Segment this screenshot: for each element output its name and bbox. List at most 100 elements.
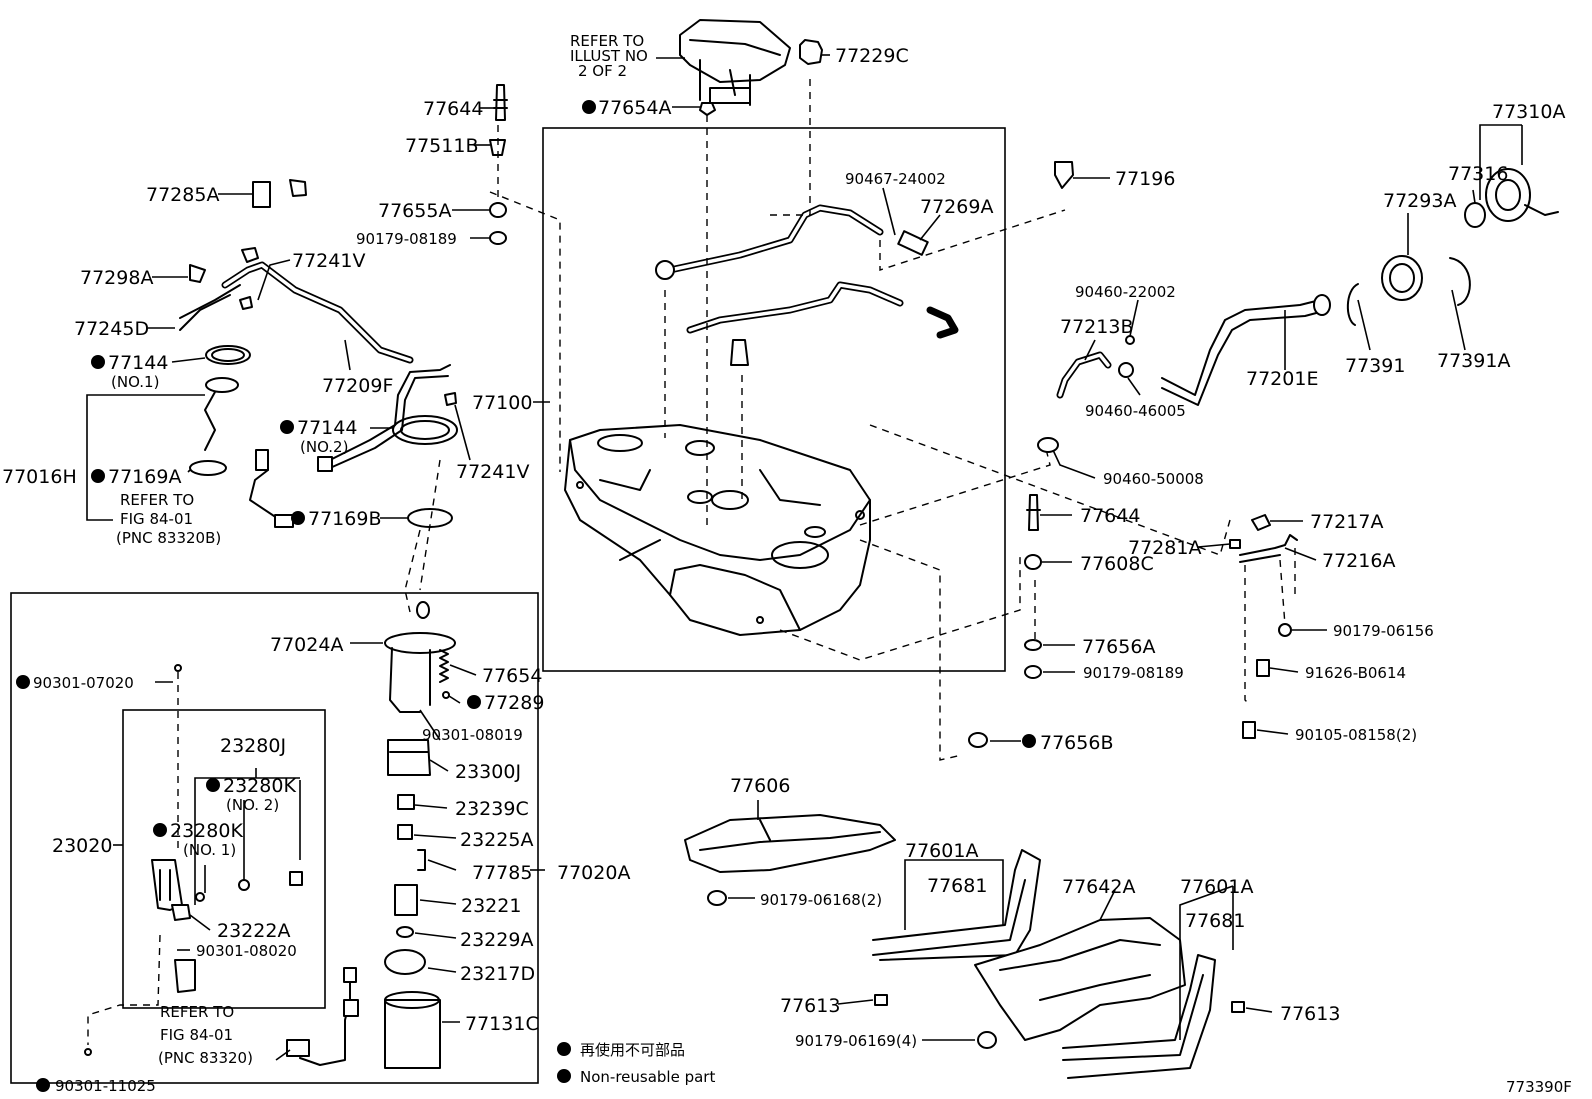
label-no1b: (NO. 1) [183, 841, 236, 859]
label-no2b: (NO. 2) [226, 796, 279, 814]
label-90301-08019: 90301-08019 [422, 726, 523, 744]
label-90467-24002: 90467-24002 [845, 170, 946, 188]
label-77656b: 77656B [1040, 732, 1113, 754]
label-23217d: 23217D [460, 963, 535, 985]
label-77169a: 77169A [108, 466, 181, 488]
tank-dashed-leaders [489, 75, 1231, 761]
label-77229c: 77229C [835, 45, 909, 67]
fuel-tank-drawing [564, 424, 871, 636]
label-77511b: 77511B [405, 135, 478, 157]
label-no2: (NO.2) [300, 438, 348, 456]
fuel-suction-box [122, 709, 326, 1009]
label-23020: 23020 [52, 835, 112, 857]
legend: 再使用不可部品 Non-reusable part [580, 1041, 715, 1086]
label-77196: 77196 [1115, 168, 1175, 190]
leader-lines [86, 54, 1523, 1061]
label-77644-mid: 77644 [1080, 505, 1140, 527]
label-23280j: 23280J [220, 735, 286, 757]
refer-illust-line1: REFER TO [570, 32, 644, 50]
non-reusable-markers [16, 100, 1036, 1092]
label-77285a: 77285A [146, 184, 219, 206]
part-labels: 77644 77511B 77285A 77655A 90179-08189 7… [2, 32, 1565, 1095]
right-parts-drawing [968, 161, 1559, 748]
label-77024a: 77024A [270, 634, 343, 656]
label-77100: 77100 [472, 392, 532, 414]
refer-84-01-b-line3: (PNC 83320B) [116, 529, 221, 547]
label-77654a: 77654A [598, 97, 671, 119]
charcoal-canister-drawing [679, 19, 791, 106]
label-77209f: 77209F [322, 375, 393, 397]
refer-illust-line3: 2 OF 2 [578, 62, 627, 80]
label-77608c: 77608C [1080, 553, 1154, 575]
label-77269a: 77269A [920, 196, 993, 218]
label-77213b: 77213B [1060, 316, 1133, 338]
label-77245d: 77245D [74, 318, 149, 340]
label-77020a: 77020A [557, 862, 630, 884]
label-77642a: 77642A [1062, 876, 1135, 898]
label-90179-06169: 90179-06169(4) [795, 1032, 917, 1050]
refer-84-01-line1: REFER TO [160, 1003, 234, 1021]
label-77613-left: 77613 [780, 995, 840, 1017]
legend-english: Non-reusable part [580, 1068, 715, 1086]
figure-id: 773390F [1506, 1078, 1572, 1096]
label-90301-11025: 90301-11025 [55, 1077, 156, 1095]
label-77169b: 77169B [308, 508, 381, 530]
label-77681-left: 77681 [927, 875, 987, 897]
grommet-77654a-drawing [699, 102, 716, 116]
label-90179-06156: 90179-06156 [1333, 622, 1434, 640]
label-23225a: 23225A [460, 829, 533, 851]
fuel-pump-group-drawing [84, 529, 456, 1069]
fuel-tank-group-box [542, 127, 1006, 672]
label-23221: 23221 [461, 895, 521, 917]
refer-84-01-b-line2: FIG 84-01 [120, 510, 193, 528]
label-90460-46005: 90460-46005 [1085, 402, 1186, 420]
label-23229a: 23229A [460, 929, 533, 951]
label-23280k-no1: 23280K [170, 820, 243, 842]
label-77316: 77316 [1448, 163, 1508, 185]
label-90460-50008: 90460-50008 [1103, 470, 1204, 488]
label-77289: 77289 [484, 692, 544, 714]
label-77655a: 77655A [378, 200, 451, 222]
label-77601a-left: 77601A [905, 840, 978, 862]
label-77310a: 77310A [1492, 101, 1565, 123]
refer-84-01-line3: (PNC 83320) [158, 1049, 253, 1067]
legend-japanese: 再使用不可部品 [580, 1041, 685, 1059]
label-90105-08158: 90105-08158(2) [1295, 726, 1417, 744]
label-77606: 77606 [730, 775, 790, 797]
label-77293a: 77293A [1383, 190, 1456, 212]
label-77681-right: 77681 [1185, 910, 1245, 932]
label-77613-right: 77613 [1280, 1003, 1340, 1025]
label-77131c: 77131C [465, 1013, 539, 1035]
left-top-parts-drawing [179, 84, 508, 591]
label-77201e: 77201E [1246, 368, 1318, 390]
refer-84-01-b-line1: REFER TO [120, 491, 194, 509]
label-77298a: 77298A [80, 267, 153, 289]
label-23300j: 23300J [455, 761, 521, 783]
label-77216a: 77216A [1322, 550, 1395, 572]
label-90301-07020: 90301-07020 [33, 674, 134, 692]
label-23222a: 23222A [217, 920, 290, 942]
refer-84-01-line2: FIG 84-01 [160, 1026, 233, 1044]
label-77281a: 77281A [1128, 537, 1201, 559]
label-77656a: 77656A [1082, 636, 1155, 658]
label-77144-no2: 77144 [297, 417, 357, 439]
label-77601a-right: 77601A [1180, 876, 1253, 898]
label-77391a: 77391A [1437, 350, 1510, 372]
label-77785: 77785 [472, 862, 532, 884]
clip-77229c-drawing [799, 39, 823, 65]
label-90179-06168: 90179-06168(2) [760, 891, 882, 909]
label-no1: (NO.1) [111, 373, 159, 391]
label-77644-top: 77644 [423, 98, 483, 120]
fuel-pump-assembly-box [10, 592, 539, 1084]
label-90460-22002: 90460-22002 [1075, 283, 1176, 301]
label-77654: 77654 [482, 665, 542, 687]
vapor-hoses-drawing [655, 204, 959, 366]
label-23280k-no2: 23280K [223, 775, 296, 797]
label-77391: 77391 [1345, 355, 1405, 377]
refer-illust-line2: ILLUST NO [570, 47, 648, 65]
label-91626-b0614: 91626-B0614 [1305, 664, 1406, 682]
label-77241v-top: 77241V [292, 250, 365, 272]
bottom-parts-drawing [684, 814, 1245, 1079]
label-77144-no1: 77144 [108, 352, 168, 374]
